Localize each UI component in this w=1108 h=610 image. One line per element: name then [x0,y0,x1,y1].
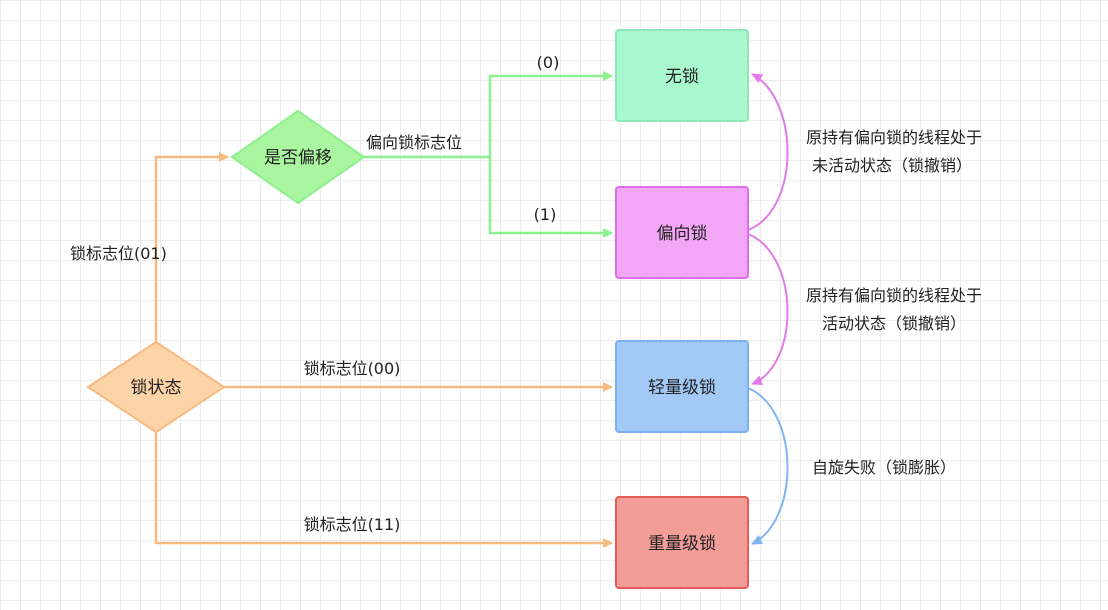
diamond-is-biased [230,109,366,205]
arc-biased-to-lightweight [747,233,789,385]
label-flag-00: 锁标志位(00) [304,359,401,378]
label-flag-11: 锁标志位(11) [304,515,401,534]
decision-lock-state: 锁状态 [86,340,226,434]
arc-lightweight-to-heavyweight [747,387,789,545]
label-revoke-active-1: 原持有偏向锁的线程处于 [806,286,982,305]
state-no-lock: 无锁 [615,29,749,122]
lightweight-lock-label: 轻量级锁 [648,378,716,398]
transition-labels: 原持有偏向锁的线程处于 未活动状态（锁撤销） 原持有偏向锁的线程处于 活动状态（… [806,128,982,477]
lock-state-label: 锁状态 [131,378,182,398]
edge-lockstate-to-isbiased [154,152,229,342]
lightweight-lock-box [615,340,749,433]
edge-isbiased-to-nolock [488,71,613,157]
state-biased-lock: 偏向锁 [615,186,749,279]
label-revoke-inactive-2: 未活动状态（锁撤销） [812,156,972,175]
label-flag-01: 锁标志位(01) [70,244,167,263]
diamond-lock-state [86,340,226,434]
label-bias-1: (1) [534,205,557,224]
label-bias-0: (0) [537,53,560,72]
decision-is-biased: 是否偏移 [230,109,366,205]
label-spin-fail: 自旋失败（锁膨胀） [812,458,956,477]
arc-biased-to-nolock [747,73,789,231]
heavyweight-lock-box [615,496,749,589]
biased-lock-label: 偏向锁 [657,224,708,244]
heavyweight-lock-label: 重量级锁 [648,534,716,554]
state-heavyweight-lock: 重量级锁 [615,496,749,589]
biased-lock-box [615,186,749,279]
no-lock-label: 无锁 [665,67,699,87]
transition-arcs [747,73,789,545]
edge-lockstate-to-heavyweight [154,432,613,548]
edge-isbiased-to-biased [488,157,613,238]
state-lightweight-lock: 轻量级锁 [615,340,749,433]
edge-labels: 锁标志位(01) 偏向锁标志位 (0) (1) 锁标志位(00) 锁标志位(11… [70,53,559,534]
is-biased-label: 是否偏移 [264,148,332,168]
connectors-green [364,71,613,238]
label-revoke-active-2: 活动状态（锁撤销） [822,314,966,333]
no-lock-box [615,29,749,122]
label-bias-flag: 偏向锁标志位 [366,133,462,152]
connectors-orange [154,152,613,548]
label-revoke-inactive-1: 原持有偏向锁的线程处于 [806,128,982,147]
